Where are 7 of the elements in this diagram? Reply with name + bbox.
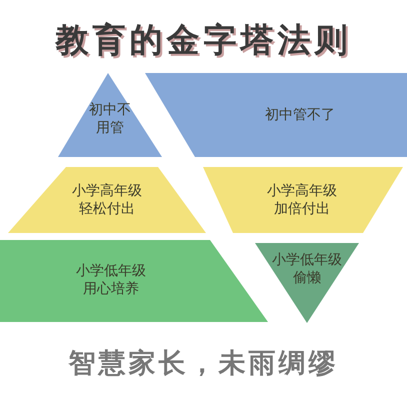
pyramid-band: 小学高年级加倍付出 — [203, 167, 403, 233]
title: 教育的金字塔法则 — [54, 19, 352, 61]
caption: 智慧家长，未雨绸缪 — [67, 347, 340, 381]
pyramid-triangle: 初中不用管 — [58, 73, 162, 157]
pyramid-band: 小学低年级用心培养 — [0, 240, 268, 322]
pyramid-band: 小学高年级轻松付出 — [8, 167, 206, 233]
pyramid-triangle: 小学低年级偷懒 — [255, 243, 359, 323]
